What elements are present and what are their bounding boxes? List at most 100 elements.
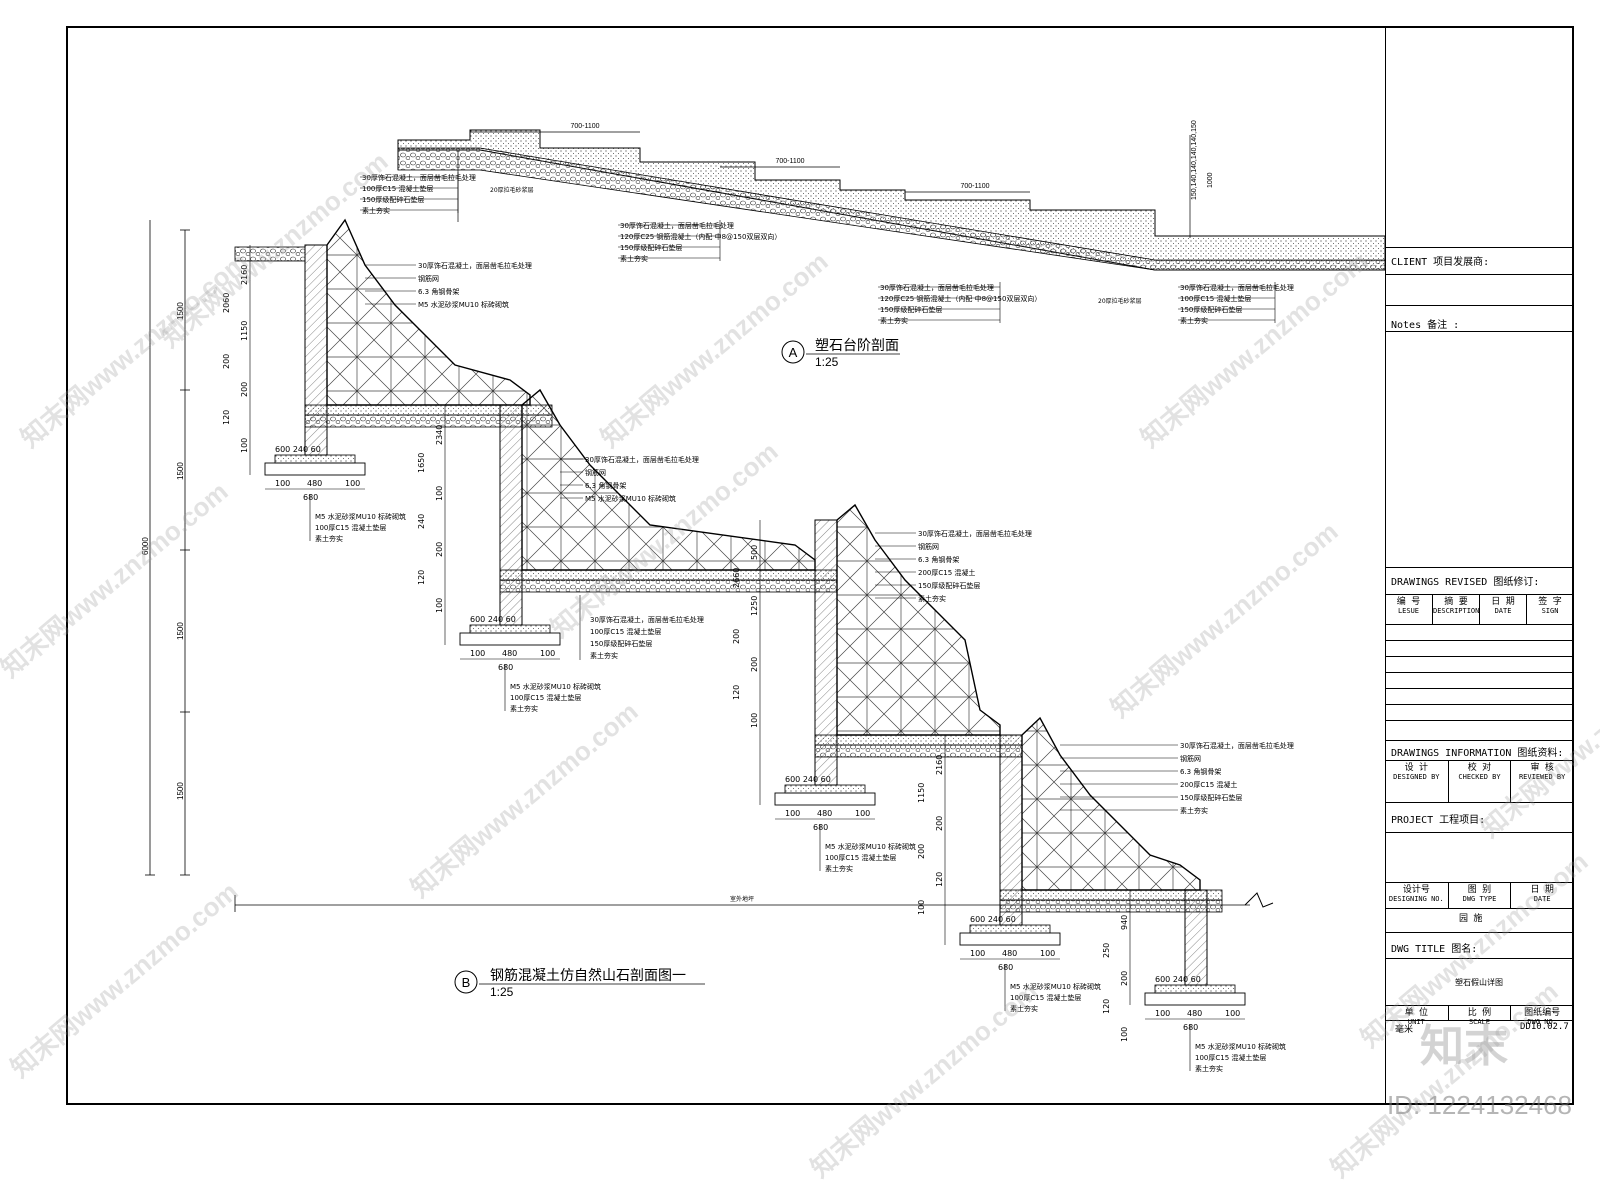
ground-label: 室外地坪: [730, 895, 754, 903]
dim-a2: 700-1100: [775, 158, 804, 165]
wall-note: 150厚级配碎石垫层: [1180, 793, 1242, 802]
layer-note: 30厚饰石混凝土，面层凿毛拉毛处理: [620, 221, 734, 230]
section-a-marker-circle: [781, 340, 805, 364]
wall-note: 200厚C15 混凝土: [918, 568, 975, 577]
path-note: 100厚C15 混凝土垫层: [590, 627, 661, 636]
dim-label: 200: [240, 382, 249, 397]
dim-a3: 700-1100: [960, 183, 989, 190]
layer-note: 150厚级配碎石垫层: [880, 305, 942, 314]
dim-label: 1250: [750, 596, 759, 616]
layer-note: 素土夯实: [1180, 316, 1208, 325]
wall-note: 素土夯实: [1180, 806, 1208, 815]
unit-value: 毫米: [1395, 1025, 1414, 1035]
dim-label: 680: [998, 963, 1013, 972]
dim-label: 100: [1155, 1009, 1170, 1018]
dim-label: 600 240 60: [275, 445, 321, 454]
dim-part-1: 1500: [176, 302, 185, 320]
footing-note: 100厚C15 混凝土垫层: [315, 523, 386, 532]
section-b: 6000 1500 1500 1500 1500 216020601150200…: [141, 218, 1294, 1073]
layer-note: 150厚级配碎石垫层: [1180, 305, 1242, 314]
dim-label: 2160: [935, 755, 944, 775]
dim-label: 500: [750, 545, 759, 560]
wall-note: 钢筋网: [585, 468, 606, 477]
section-b-title: 钢筋混凝土仿自然山石剖面图一: [490, 967, 686, 984]
sheet-border: [66, 26, 1574, 1105]
section-a: 700-1100 700-1100 700-1100 150,140,140,1…: [360, 120, 1386, 369]
wall-note: 30厚饰石混凝土，面层凿毛拉毛处理: [585, 455, 699, 464]
wall-note: 30厚饰石混凝土，面层凿毛拉毛处理: [418, 261, 532, 270]
footing-note: 素土夯实: [1010, 1004, 1038, 1013]
dim-label: 680: [303, 493, 318, 502]
layer-note: 素土夯实: [362, 206, 390, 215]
footing-note: 100厚C15 混凝土垫层: [1195, 1053, 1266, 1062]
dim-label: 200: [1120, 971, 1129, 986]
cad-drawing: 700-1100 700-1100 700-1100 150,140,140,1…: [66, 26, 1574, 1105]
dim-label: 100: [750, 713, 759, 728]
dim-label: 480: [502, 649, 517, 658]
path-note: 素土夯实: [590, 651, 618, 660]
wall-note: 6.3 角钢骨架: [1180, 767, 1221, 776]
dim-label: 200: [935, 816, 944, 831]
layer-note: 30厚饰石混凝土，面层凿毛拉毛处理: [362, 173, 476, 182]
dim-label: 100: [970, 949, 985, 958]
dim-label: 600 240 60: [1155, 975, 1201, 984]
dim-label: 100: [540, 649, 555, 658]
wall-note: 6.3 角钢骨架: [918, 555, 959, 564]
layer-note: 120厚C25 钢筋混凝土（内配 中8@150双层双向）: [620, 232, 781, 241]
dim-label: 100: [785, 809, 800, 818]
dim-part-2: 1500: [176, 462, 185, 480]
footing-note: 素土夯实: [825, 864, 853, 873]
wall-note: 钢筋网: [1180, 754, 1201, 763]
layer-note: 20厚拉毛砂浆层: [1098, 297, 1142, 305]
dim-a4: 150,140,140,140,140,150: [1191, 120, 1198, 200]
dim-label: 100: [1225, 1009, 1240, 1018]
dim-label: 100: [275, 479, 290, 488]
footing-note: 素土夯实: [510, 704, 538, 713]
dim-label: 480: [307, 479, 322, 488]
dim-label: 600 240 60: [970, 915, 1016, 924]
wall-note: 30厚饰石混凝土，面层凿毛拉毛处理: [1180, 741, 1294, 750]
layer-note: 20厚拉毛砂浆层: [490, 186, 534, 194]
dim-label: 680: [813, 823, 828, 832]
dim-label: 2060: [222, 293, 231, 313]
dim-part-4: 1500: [176, 782, 185, 800]
dim-label: 600 240 60: [785, 775, 831, 784]
dim-label: 100: [435, 598, 444, 613]
dwg-no-value: DD10.02.7: [1520, 1022, 1569, 1032]
project-label: PROJECT 工程项目:: [1391, 815, 1486, 826]
info-label: DRAWINGS INFORMATION 图纸资料:: [1391, 748, 1564, 759]
dim-label: 100: [1120, 1027, 1129, 1042]
dwg-title-value: 塑石假山详图: [1455, 978, 1503, 987]
watermark-logo: 知末: [1420, 1021, 1508, 1072]
dwg-type-value: 园 施: [1459, 914, 1483, 924]
section-b-marker-circle: [454, 970, 478, 994]
dim-label: 100: [345, 479, 360, 488]
layer-note: 30厚饰石混凝土，面层凿毛拉毛处理: [1180, 283, 1294, 292]
section-a-scale: 1:25: [815, 355, 839, 369]
dim-a5: 1000: [1207, 172, 1214, 188]
section-a-title: 塑石台阶剖面: [815, 338, 899, 354]
wall-note: 200厚C15 混凝土: [1180, 780, 1237, 789]
dim-label: 120: [222, 410, 231, 425]
layer-note: 100厚C15 混凝土垫层: [1180, 294, 1251, 303]
dim-label: 480: [1187, 1009, 1202, 1018]
dim-label: 120: [417, 570, 426, 585]
dim-label: 680: [1183, 1023, 1198, 1032]
dim-label: 940: [1120, 915, 1129, 930]
dim-label: 480: [817, 809, 832, 818]
dim-label: 1150: [917, 783, 926, 803]
layer-note: 150厚级配碎石垫层: [362, 195, 424, 204]
dim-label: 200: [750, 657, 759, 672]
footing-note: 素土夯实: [1195, 1064, 1223, 1073]
section-b-marker: B: [462, 975, 471, 990]
